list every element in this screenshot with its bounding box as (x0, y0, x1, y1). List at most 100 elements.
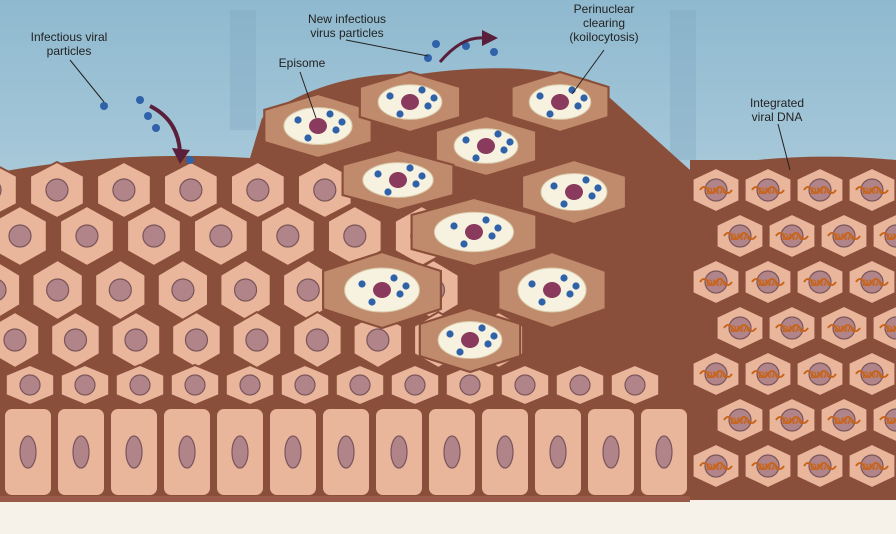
basal-nucleus (126, 436, 142, 468)
virus-particle (100, 102, 108, 110)
cell-nucleus (172, 279, 194, 301)
dna-tag: DNA (810, 370, 830, 380)
virus-particle (294, 116, 301, 123)
virus-particle (396, 290, 403, 297)
episome-nucleus (551, 94, 569, 110)
virus-particle (450, 222, 457, 229)
cell-nucleus (240, 375, 260, 395)
cell-nucleus (47, 279, 69, 301)
dna-tag: DNA (706, 278, 726, 288)
dna-tag: DNA (758, 370, 778, 380)
dna-tag: DNA (834, 324, 854, 334)
label-perinuclear-clearing: Perinuclear clearing (koilocytosis) (552, 2, 656, 44)
cell-nucleus (210, 225, 232, 247)
virus-particle (152, 124, 160, 132)
cell-nucleus (125, 329, 147, 351)
virus-particle (374, 170, 381, 177)
virus-particle (484, 340, 491, 347)
dna-tag: DNA (758, 186, 778, 196)
virus-particle (490, 48, 498, 56)
cell-nucleus (109, 279, 131, 301)
virus-particle (574, 102, 581, 109)
virus-particle (326, 110, 333, 117)
integrated-dna-region: DNA DNA DNA DNA DNA DNA DNA DNA DNA DNA DNA DNA DNA D… (690, 160, 896, 500)
cell-nucleus (235, 279, 257, 301)
virus-particle (390, 274, 397, 281)
virus-particle (490, 332, 497, 339)
cell-nucleus (64, 329, 86, 351)
dna-tag: DNA (862, 186, 882, 196)
virus-particle (482, 216, 489, 223)
cell-nucleus (277, 225, 299, 247)
dna-tag: DNA (834, 232, 854, 242)
cell-nucleus (297, 279, 319, 301)
episome-nucleus (373, 282, 391, 298)
dna-tag: DNA (706, 370, 726, 380)
cell-nucleus (246, 329, 268, 351)
cell-nucleus (20, 375, 40, 395)
cell-nucleus (295, 375, 315, 395)
episome-nucleus (477, 138, 495, 154)
dna-tag: DNA (886, 416, 896, 426)
basal-nucleus (391, 436, 407, 468)
episome-nucleus (389, 172, 407, 188)
cell-nucleus (314, 179, 336, 201)
cell-nucleus (9, 225, 31, 247)
virus-particle (582, 176, 589, 183)
cell-nucleus (367, 329, 389, 351)
label-new-infectious-virus-particles: New infectious virus particles (292, 12, 402, 40)
virus-particle (456, 348, 463, 355)
dna-tag: DNA (782, 416, 802, 426)
episome-nucleus (543, 282, 561, 298)
virus-particle (338, 118, 345, 125)
cell-nucleus (143, 225, 165, 247)
cell-nucleus (180, 179, 202, 201)
dna-tag: DNA (730, 232, 750, 242)
basal-nucleus (497, 436, 513, 468)
cell-nucleus (185, 329, 207, 351)
dna-tag: DNA (758, 278, 778, 288)
virus-particle (566, 290, 573, 297)
episome-nucleus (465, 224, 483, 240)
basal-nucleus (656, 436, 672, 468)
dna-tag: DNA (862, 370, 882, 380)
virus-particle (494, 224, 501, 231)
virus-particle (406, 164, 413, 171)
dna-tag: DNA (810, 278, 830, 288)
virus-particle (358, 280, 365, 287)
virus-particle (472, 154, 479, 161)
episome-nucleus (565, 184, 583, 200)
cell-nucleus (405, 375, 425, 395)
virus-particle (136, 96, 144, 104)
virus-particle (528, 280, 535, 287)
dna-tag: DNA (782, 324, 802, 334)
basal-nucleus (232, 436, 248, 468)
basement-membrane (0, 496, 690, 502)
dna-tag: DNA (810, 462, 830, 472)
cell-nucleus (625, 375, 645, 395)
virus-particle (478, 324, 485, 331)
dna-tag: DNA (862, 278, 882, 288)
virus-particle (594, 184, 601, 191)
virus-particle (304, 134, 311, 141)
cell-nucleus (130, 375, 150, 395)
cell-nucleus (306, 329, 328, 351)
basal-nucleus (20, 436, 36, 468)
dna-tag: DNA (706, 186, 726, 196)
dna-tag: DNA (886, 324, 896, 334)
virus-particle (402, 282, 409, 289)
virus-particle (368, 298, 375, 305)
basal-nucleus (603, 436, 619, 468)
virus-particle (488, 232, 495, 239)
virus-particle (332, 126, 339, 133)
label-integrated-viral-dna: Integrated viral DNA (732, 96, 822, 124)
virus-particle (384, 188, 391, 195)
cell-nucleus (76, 225, 98, 247)
dna-tag: DNA (782, 232, 802, 242)
virus-particle (536, 92, 543, 99)
virus-particle (580, 94, 587, 101)
virus-particle (560, 200, 567, 207)
virus-particle (560, 274, 567, 281)
virus-particle (572, 282, 579, 289)
label-infectious-viral-particles: Infectious viral particles (14, 30, 124, 58)
